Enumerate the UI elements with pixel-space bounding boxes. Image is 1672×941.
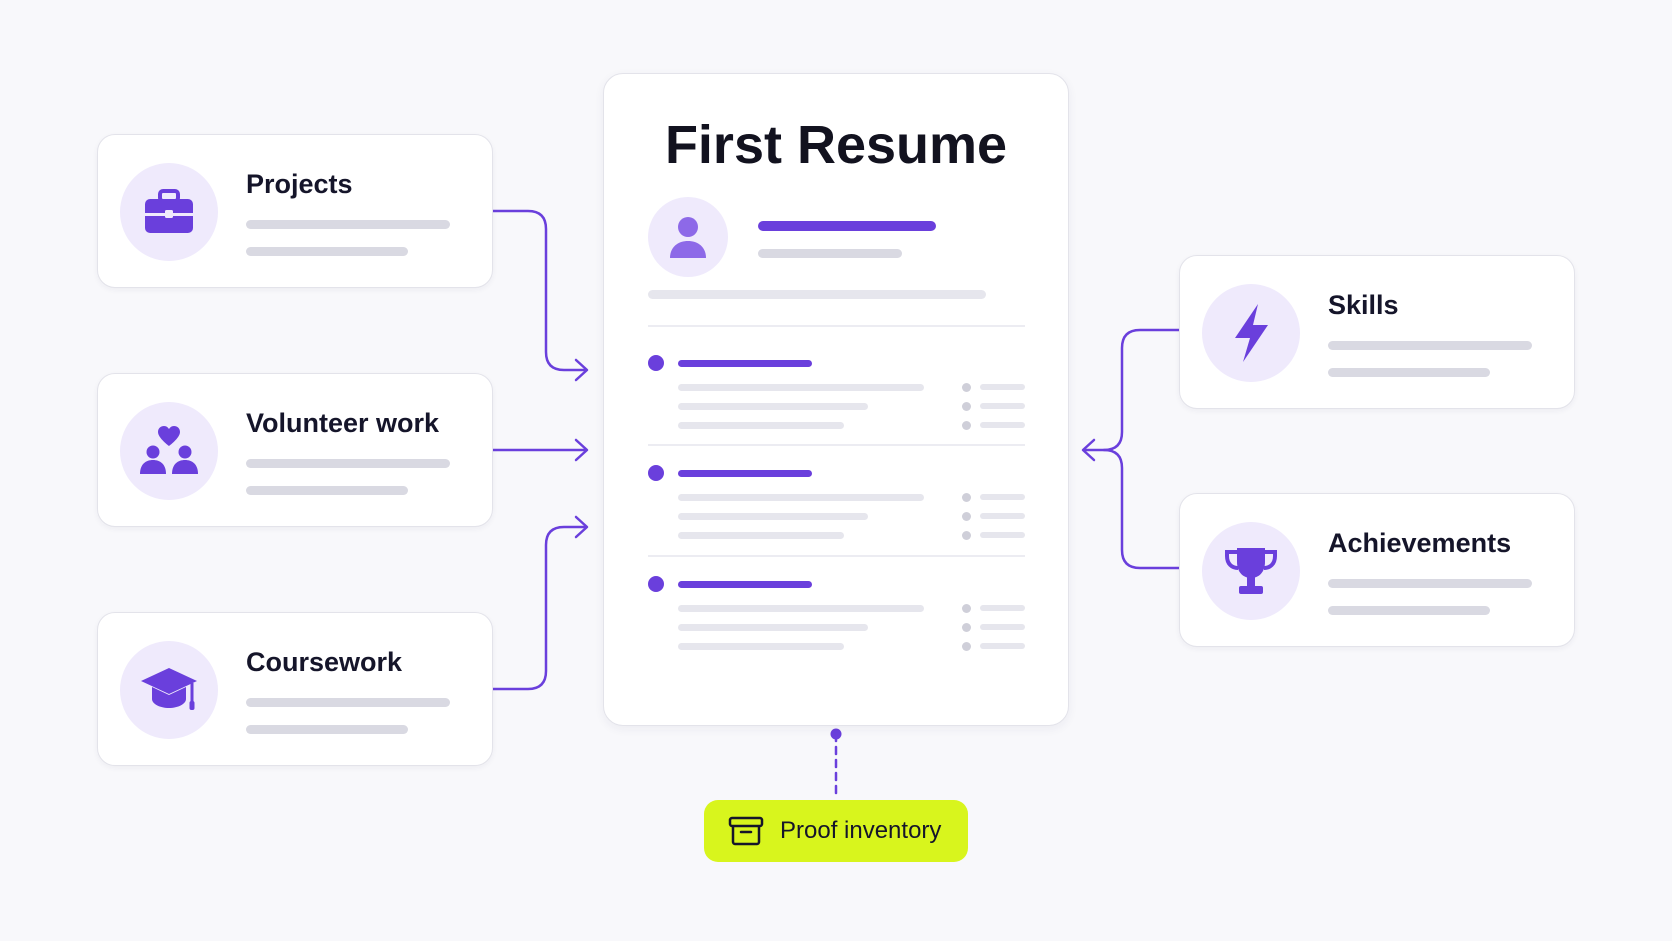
section-line (678, 494, 924, 501)
section-heading-bar (678, 470, 812, 477)
arrowhead-skills-achievements (1081, 438, 1096, 462)
section-heading-bar (678, 360, 812, 367)
achievements-title: Achievements (1328, 528, 1512, 558)
archive-box-icon (728, 816, 764, 846)
arrowhead-projects (574, 358, 589, 382)
connector-inventory-dot (830, 728, 842, 740)
detail-dot (962, 531, 971, 540)
detail-line (980, 605, 1025, 611)
detail-dot (962, 642, 971, 651)
resume-document: First Resume (603, 73, 1069, 726)
section-heading-bar (678, 581, 812, 588)
volunteer-card: Volunteer work (97, 373, 493, 527)
detail-dot (962, 623, 971, 632)
detail-dot (962, 493, 971, 502)
coursework-placeholder-line (246, 725, 408, 734)
projects-placeholder-line (246, 220, 450, 229)
resume-title: First Resume (664, 115, 1008, 175)
name-placeholder-bar (758, 221, 936, 231)
skills-placeholder-line (1328, 368, 1490, 377)
section-divider (648, 444, 1025, 446)
detail-dot (962, 402, 971, 411)
detail-dot (962, 383, 971, 392)
graduation-cap-icon (120, 641, 218, 739)
section-line (678, 513, 868, 520)
coursework-placeholder-line (246, 698, 450, 707)
volunteer-title: Volunteer work (246, 408, 440, 438)
avatar-icon (648, 197, 728, 277)
proof-inventory-label: Proof inventory (780, 817, 942, 844)
detail-dot (962, 512, 971, 521)
detail-line (980, 532, 1025, 538)
skills-placeholder-line (1328, 341, 1532, 350)
proof-inventory-chip: Proof inventory (704, 800, 968, 862)
section-line (678, 532, 844, 539)
achievements-card: Achievements (1179, 493, 1575, 647)
detail-line (980, 422, 1025, 428)
section-line (678, 624, 868, 631)
detail-line (980, 494, 1025, 500)
connector-projects (491, 209, 588, 372)
section-divider (648, 555, 1025, 557)
detail-dot (962, 604, 971, 613)
detail-line (980, 513, 1025, 519)
arrowhead-volunteer (574, 438, 589, 462)
section-line (678, 643, 844, 650)
section-bullet (648, 576, 664, 592)
section-line (678, 384, 924, 391)
skills-title: Skills (1328, 290, 1399, 320)
trophy-icon (1202, 522, 1300, 620)
detail-dot (962, 421, 971, 430)
achievements-placeholder-line (1328, 606, 1490, 615)
volunteer-placeholder-line (246, 486, 408, 495)
arrowhead-coursework (574, 515, 589, 539)
subtitle-placeholder-bar (758, 249, 902, 258)
coursework-title: Coursework (246, 647, 403, 677)
skills-card: Skills (1179, 255, 1575, 409)
projects-placeholder-line (246, 247, 408, 256)
section-line (678, 605, 924, 612)
briefcase-icon (120, 163, 218, 261)
volunteer-placeholder-line (246, 459, 450, 468)
section-divider (648, 325, 1025, 327)
connector-achievements (1102, 448, 1181, 570)
detail-line (980, 384, 1025, 390)
projects-card: Projects (97, 134, 493, 288)
achievements-placeholder-line (1328, 579, 1532, 588)
connector-coursework (491, 525, 588, 691)
projects-title: Projects (246, 169, 353, 199)
detail-line (980, 624, 1025, 630)
lightning-icon (1202, 284, 1300, 382)
section-line (678, 403, 868, 410)
section-bullet (648, 465, 664, 481)
summary-placeholder-bar (648, 290, 986, 299)
connector-skills (1082, 328, 1181, 452)
section-line (678, 422, 844, 429)
coursework-card: Coursework (97, 612, 493, 766)
section-bullet (648, 355, 664, 371)
detail-line (980, 403, 1025, 409)
people-heart-icon (120, 402, 218, 500)
detail-line (980, 643, 1025, 649)
